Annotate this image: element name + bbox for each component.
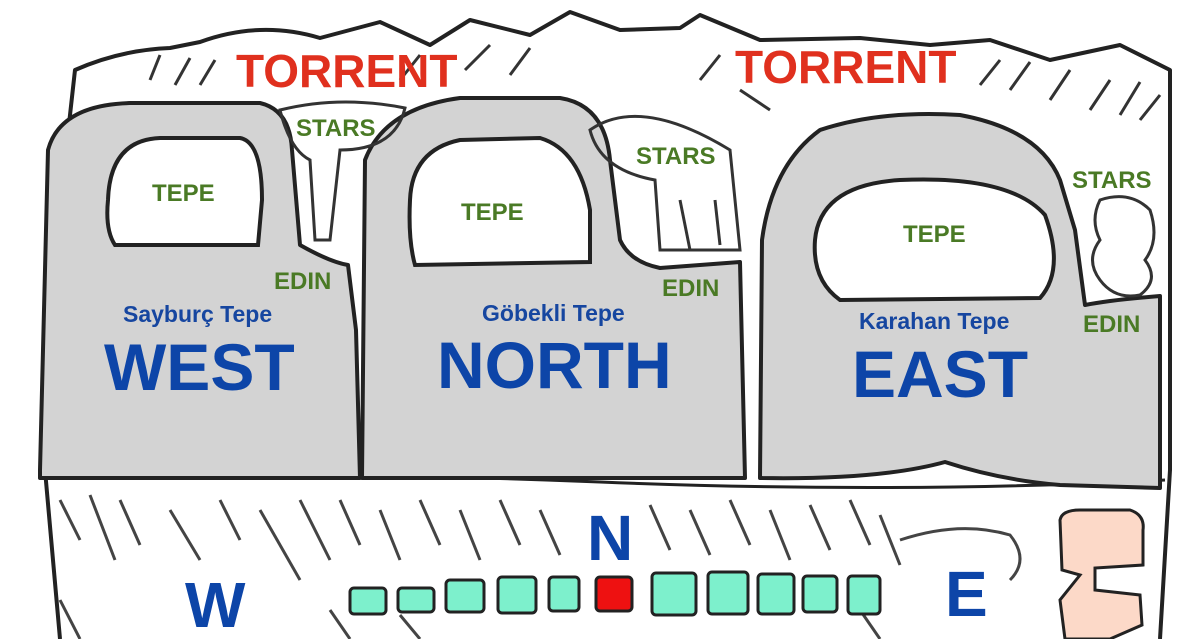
site-label-east: Karahan Tepe <box>859 308 1010 334</box>
direction-label-west: WEST <box>104 330 295 404</box>
bead <box>846 574 882 616</box>
stars-figure-1 <box>278 100 407 242</box>
tepe-label-west: TEPE <box>152 180 215 207</box>
torrent-scribbles <box>148 43 1162 121</box>
tepe-label-north: TEPE <box>461 199 524 226</box>
site-label-north: Göbekli Tepe <box>482 300 625 326</box>
stars-label-2: STARS <box>636 143 716 170</box>
side-figure <box>1058 508 1145 639</box>
bead <box>396 586 436 614</box>
tepe-shape-east <box>812 177 1056 303</box>
bead <box>801 574 839 614</box>
bead <box>348 586 388 616</box>
lower-hatching <box>58 494 1022 639</box>
tepe-label-east: TEPE <box>903 221 966 248</box>
edin-label-1: EDIN <box>274 268 332 295</box>
bead-highlighted <box>594 575 634 613</box>
compass-label-w: W <box>185 569 246 641</box>
direction-label-north: NORTH <box>437 328 672 402</box>
compass-label-n: N <box>587 502 634 574</box>
beads-row <box>348 570 882 617</box>
bead <box>547 575 581 613</box>
stars-label-1: STARS <box>296 115 376 142</box>
compass-label-e: E <box>945 558 988 630</box>
bead <box>496 575 538 615</box>
tepe-shape-west <box>105 136 265 247</box>
edin-label-2: EDIN <box>662 275 720 302</box>
bead <box>650 571 698 617</box>
stars-figure-3 <box>1091 195 1156 298</box>
direction-label-east: EAST <box>852 337 1029 411</box>
site-label-west: Sayburç Tepe <box>123 301 273 327</box>
bead <box>444 578 486 614</box>
stars-label-3: STARS <box>1072 167 1152 194</box>
stone-outline <box>43 10 1172 639</box>
torrent-label-right: TORRENT <box>735 41 957 93</box>
bead <box>756 572 796 616</box>
torrent-label-left: TORRENT <box>236 45 458 97</box>
edin-label-3: EDIN <box>1083 311 1141 338</box>
bead <box>706 570 750 616</box>
stars-figure-2 <box>588 114 742 252</box>
tepe-shape-north <box>407 135 592 268</box>
